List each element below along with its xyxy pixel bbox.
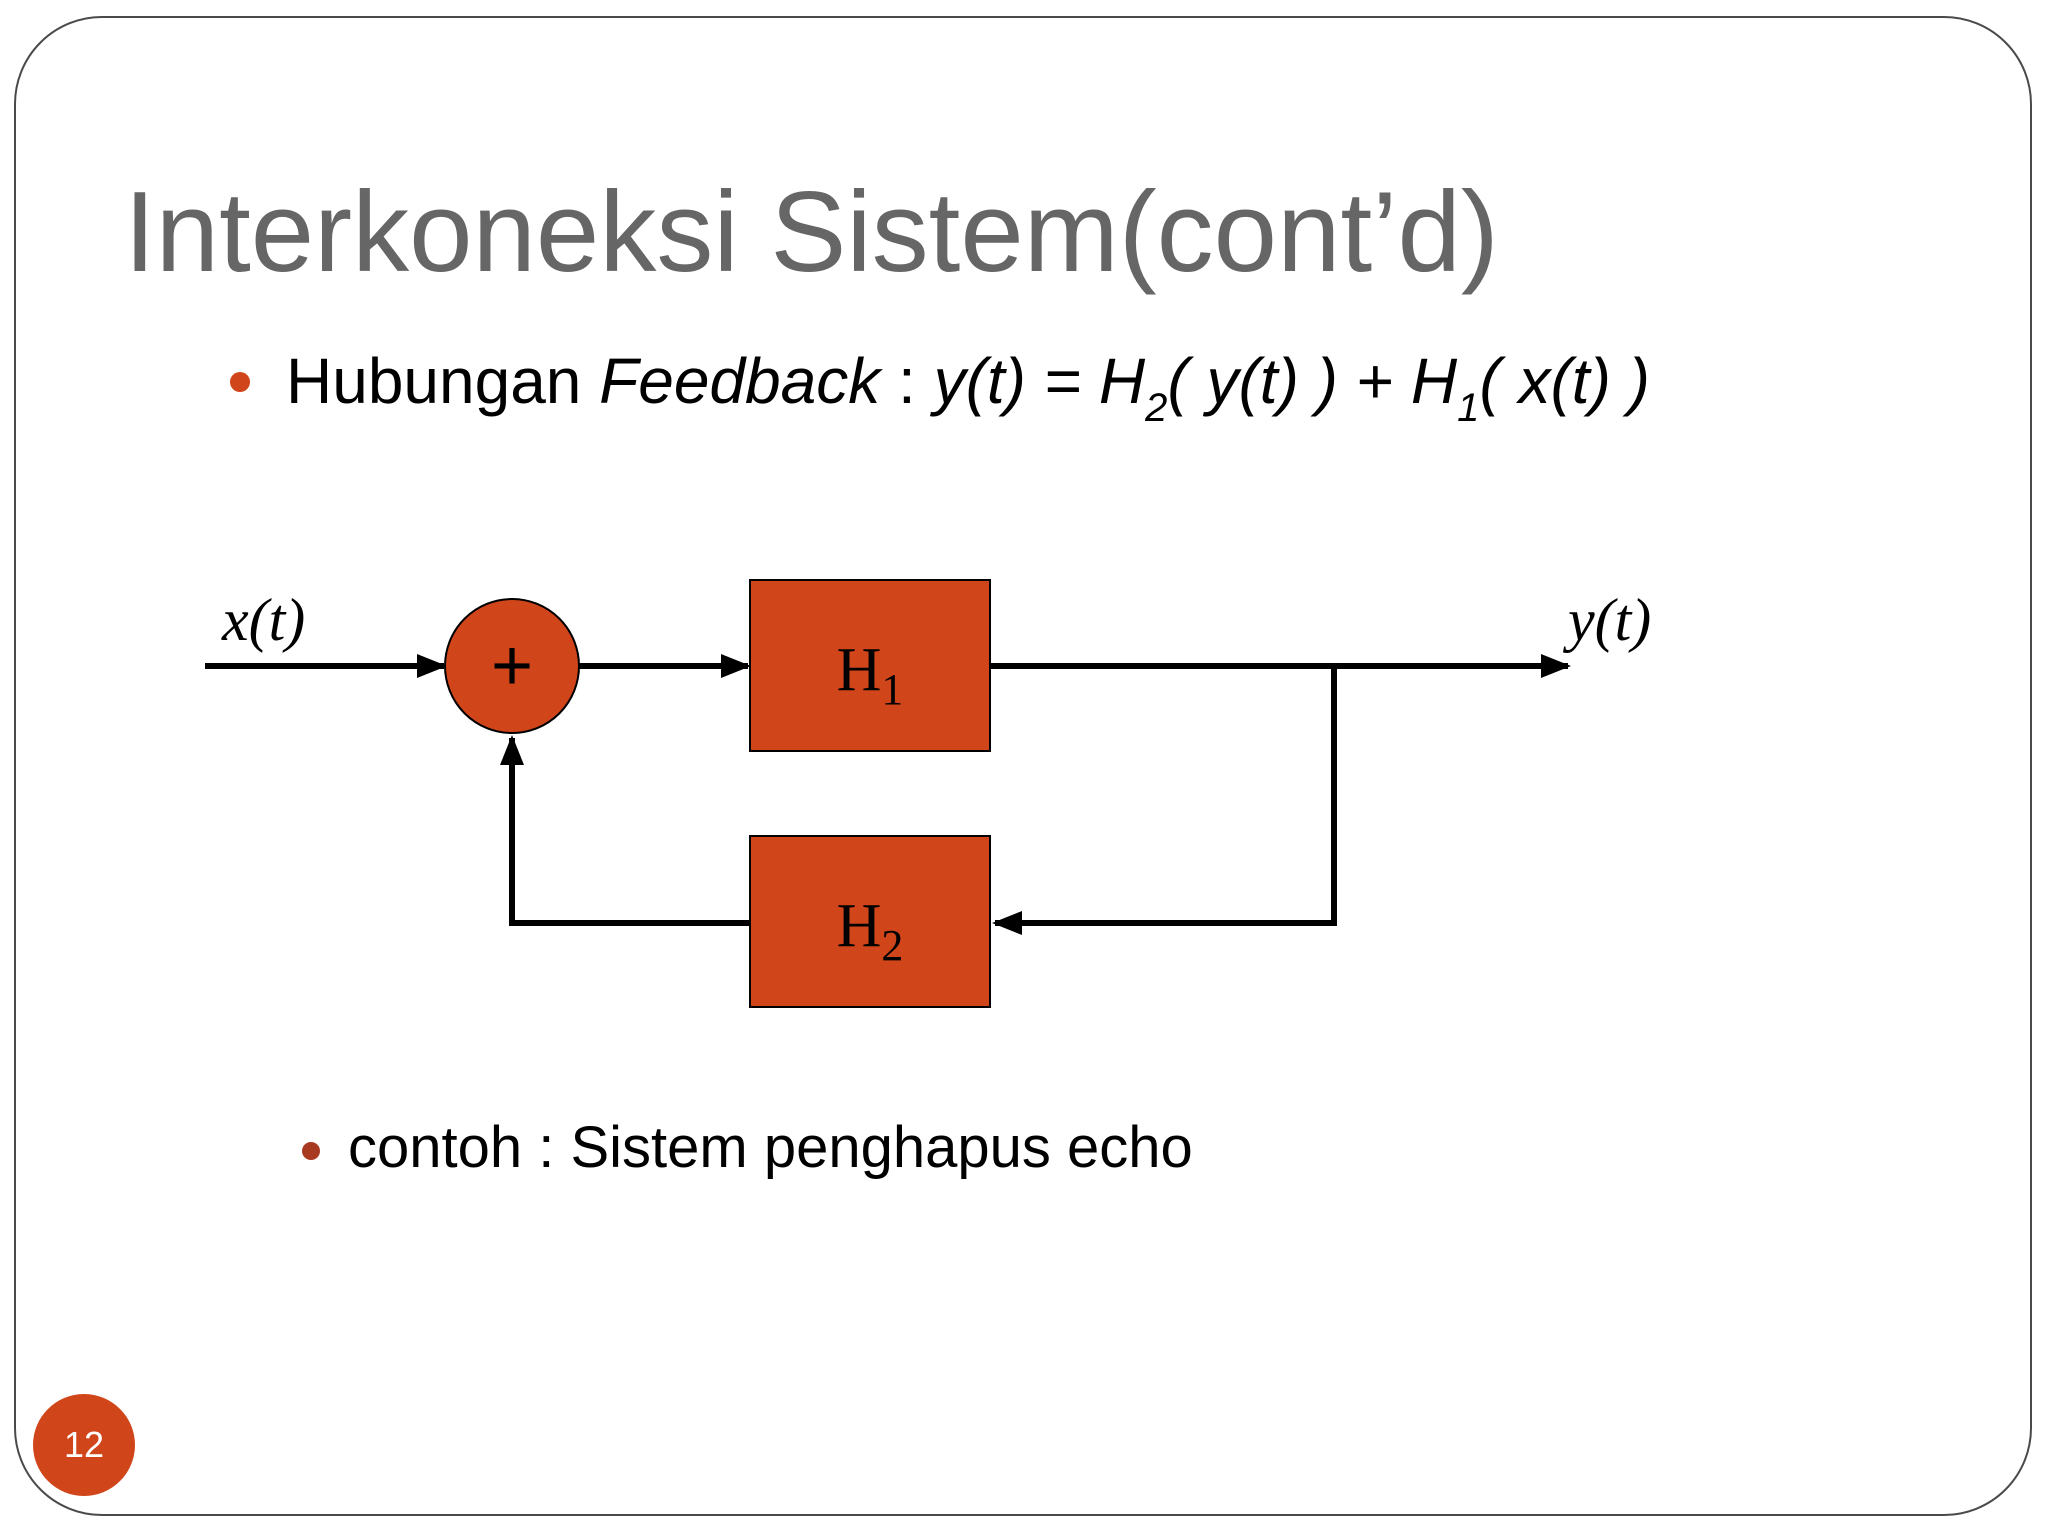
slide-frame [14,16,2032,1516]
h2-to-summer-arrow [500,735,750,926]
example-text: contoh : Sistem penghapus echo [348,1115,1193,1180]
separator: : [880,345,934,417]
equation-rhs: ( x(t) ) [1479,345,1650,417]
equation-middle: ( y(t) ) + H [1167,345,1458,417]
h1-label: H1 [837,636,904,714]
bullet-dot [230,372,250,392]
feedback-equation-line: Hubungan Feedback : y(t) = H2( y(t) ) + … [286,344,1650,430]
feedback-path-to-h2 [992,666,1337,935]
equation-lhs: y(t) = H [933,345,1146,417]
h2-label: H2 [837,892,904,970]
subscript-1: 1 [1457,386,1480,430]
h1-block [749,579,991,752]
bullet-label: Hubungan [286,345,582,417]
slide-title: Interkoneksi Sistem(cont’d) [124,169,1499,296]
subscript-2: 2 [1145,386,1168,430]
h2-block [749,835,991,1008]
output-label: y(t) [1562,587,1651,653]
page-number-badge: 12 [33,1394,135,1496]
summer-plus-symbol: + [491,626,533,706]
feedback-keyword: Feedback [599,345,881,417]
sub-bullet-dot [302,1142,320,1160]
input-label: x(t) [221,587,305,653]
